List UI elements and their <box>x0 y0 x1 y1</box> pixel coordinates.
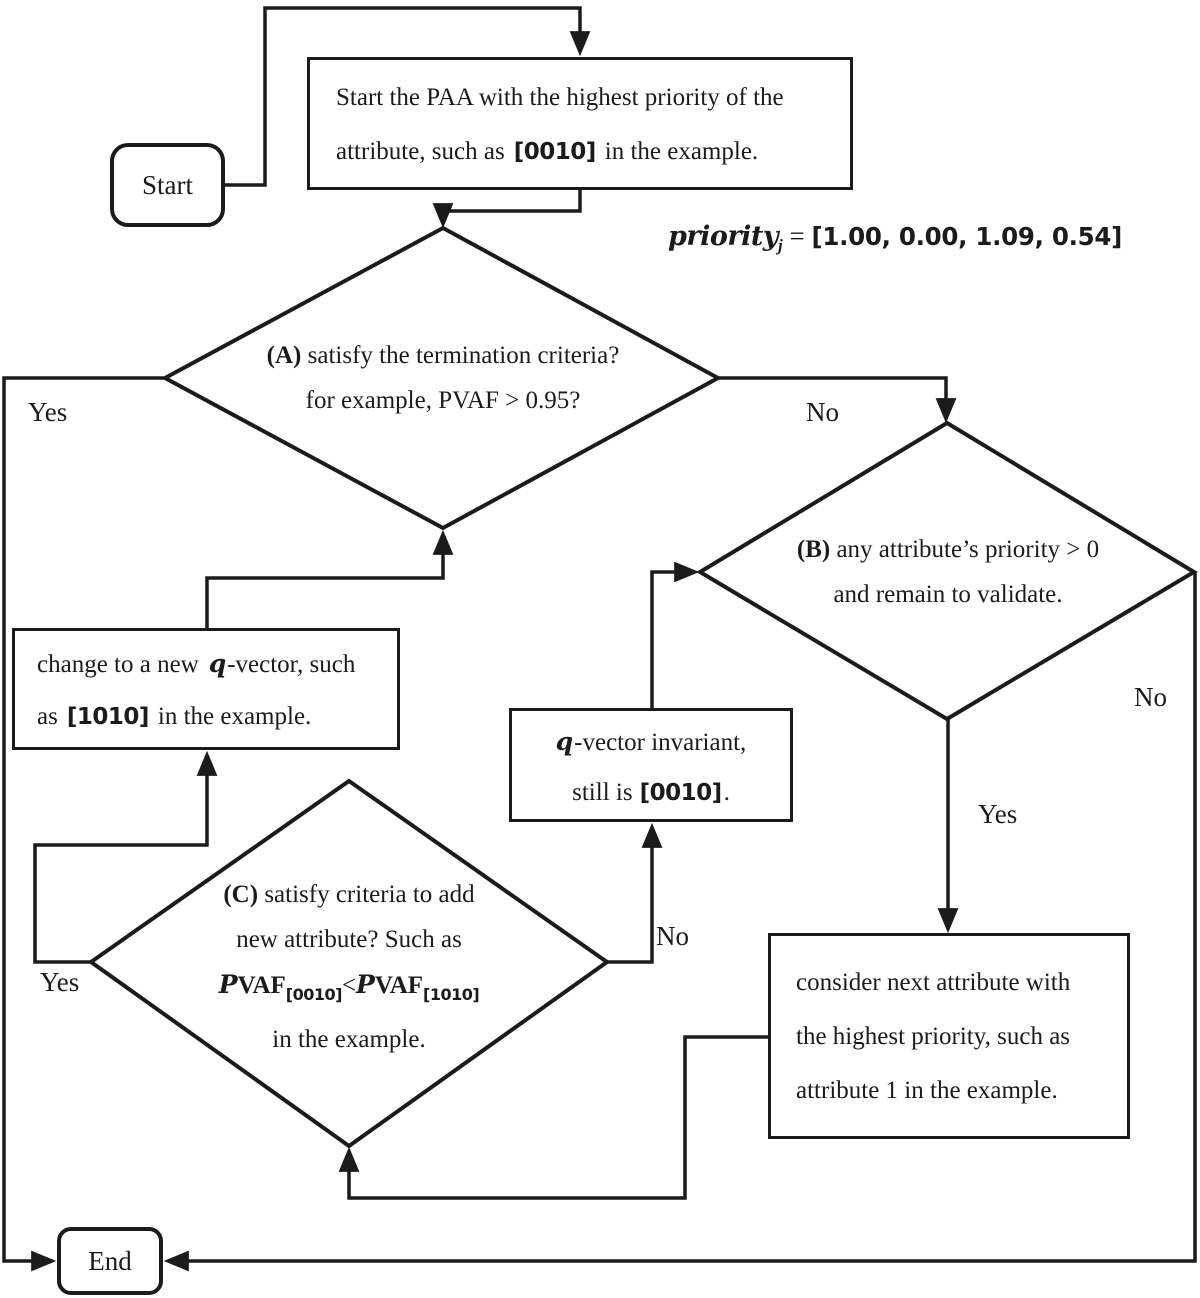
decision-c-line4: in the example. <box>272 1026 426 1053</box>
formula-p2: P <box>356 970 375 999</box>
start-node: Start <box>110 143 225 227</box>
change-qvector-value: [1010] <box>66 704 150 730</box>
qvec-line2-pre: still is <box>572 779 633 806</box>
qvec-vector-value: [0010] <box>639 780 723 806</box>
qvec-q-symbol: q <box>555 727 574 756</box>
formula-sub2: [1010] <box>423 985 480 1004</box>
edge-change-to-decision-a <box>205 529 454 628</box>
decision-c-diamond <box>87 778 611 1149</box>
qvec-line1-post: -vector invariant, <box>574 729 747 756</box>
edge-qvec-to-decision-b <box>650 561 700 709</box>
consider-next-attribute-box: consider next attribute with the highest… <box>768 933 1130 1139</box>
edge-decision-b-no-to-end <box>163 573 1197 1272</box>
decision-a-line2: for example, PVAF > 0.95? <box>305 387 581 414</box>
qvector-invariant-box: q-vector invariant, still is[0010]. <box>509 708 793 822</box>
edge-decision-c-no-to-qvec <box>607 822 663 964</box>
priority-vector-value: [1.00, 0.00, 1.09, 0.54] <box>811 222 1122 251</box>
qvec-line2-post: . <box>723 779 730 806</box>
edge-decision-a-yes-to-end <box>2 376 164 1272</box>
decision-a-tag: (A) <box>266 342 302 369</box>
consider-line1: consider next attribute with <box>796 969 1071 996</box>
change-line1-pre: change to a new <box>37 651 199 678</box>
init-line2-post: in the example. <box>604 138 759 165</box>
formula-r1: VAF <box>237 972 286 999</box>
decision-b-line2: and remain to validate. <box>833 581 1063 608</box>
change-qvector-box: change to a new q-vector, such as [1010] in… <box>12 628 400 750</box>
formula-r2: VAF <box>374 972 424 999</box>
label-b-no: No <box>1134 682 1167 712</box>
edge-consider-to-decision-c <box>338 1035 768 1200</box>
decision-c-text: (C) satisfy criteria to add new attribut… <box>139 872 559 1062</box>
decision-a-line1: satisfy the termination criteria? <box>301 342 620 369</box>
label-c-yes: Yes <box>40 967 80 997</box>
init-line1: Start the PAA with the highest priority … <box>336 84 784 111</box>
init-line2-pre: attribute, such as <box>336 138 505 165</box>
label-a-no: No <box>806 397 839 427</box>
decision-c-line2: new attribute? Such as <box>236 926 462 953</box>
change-q-symbol: q <box>208 649 227 678</box>
decision-a-text: (A) satisfy the termination criteria? fo… <box>223 333 663 423</box>
priority-equals: = <box>782 221 812 251</box>
formula-p1: P <box>218 970 238 999</box>
edge-init-to-decision-a <box>432 190 582 229</box>
decision-a-diamond <box>160 225 723 531</box>
label-c-no: No <box>656 921 689 951</box>
decision-b-diamond <box>696 420 1198 722</box>
change-line1-post: -vector, such <box>227 651 356 678</box>
decision-c-tag: (C) <box>223 881 259 908</box>
edge-start-to-init <box>225 6 591 187</box>
formula-operator: < <box>341 972 357 999</box>
decision-c-formula: PVAF[0010]<PVAF[1010] <box>139 962 559 1017</box>
change-line2-pre: as <box>37 703 58 730</box>
label-a-yes: Yes <box>28 397 68 427</box>
priority-annotation: priorityj = [1.00, 0.00, 1.09, 0.54] <box>668 221 1122 256</box>
consider-line2: the highest priority, such as <box>796 1023 1071 1050</box>
decision-b-line1: any attribute’s priority > 0 <box>830 536 1100 563</box>
decision-b-text: (B) any attribute’s priority > 0 and rem… <box>748 527 1148 617</box>
consider-line3: attribute 1 in the example. <box>796 1077 1058 1104</box>
label-b-yes: Yes <box>978 799 1018 829</box>
formula-sub1: [0010] <box>285 985 343 1004</box>
init-process-box: Start the PAA with the highest priority … <box>307 57 853 190</box>
end-label: End <box>88 1245 132 1276</box>
edge-decision-a-no-to-decision-b <box>717 376 957 424</box>
change-line2-post: in the example. <box>157 703 312 730</box>
end-node: End <box>57 1227 163 1295</box>
edge-decision-c-yes-to-change <box>33 750 218 964</box>
init-qvector-value: [0010] <box>513 139 597 165</box>
start-label: Start <box>142 169 193 200</box>
priority-subscript: j <box>778 236 783 255</box>
decision-c-line1: satisfy criteria to add <box>258 881 475 908</box>
priority-symbol: priority <box>668 221 779 252</box>
decision-b-tag: (B) <box>796 536 831 563</box>
